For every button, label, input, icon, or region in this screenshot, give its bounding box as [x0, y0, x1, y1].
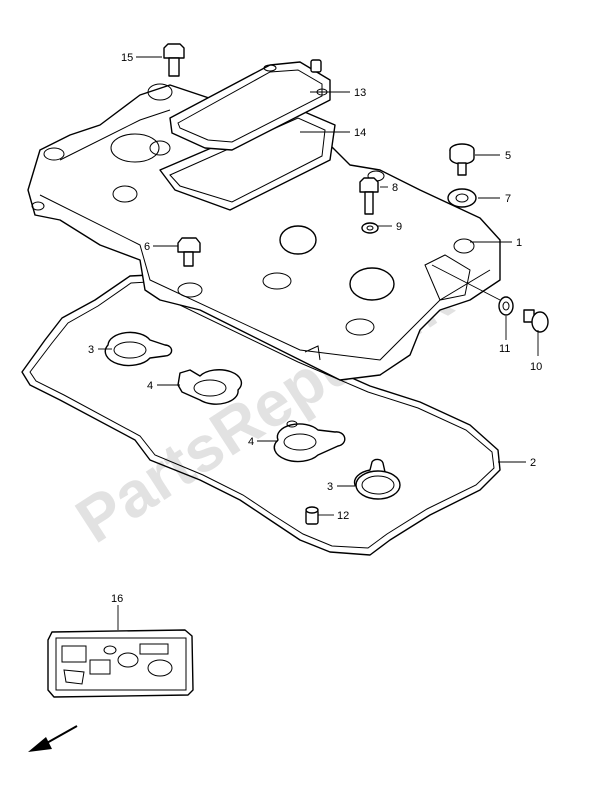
plug-10 [523, 309, 549, 333]
washer-9 [361, 222, 379, 234]
callout-15: 15 [121, 52, 133, 64]
o-ring-4-lower [273, 420, 346, 463]
callout-14: 14 [354, 127, 366, 139]
callout-5: 5 [505, 150, 511, 162]
bolt-8 [359, 177, 379, 215]
callout-labels: 15 13 14 5 8 7 9 1 6 11 3 10 4 4 2 3 12 … [88, 52, 542, 605]
callout-13: 13 [354, 87, 366, 99]
leader-lines [98, 56, 539, 630]
callout-11: 11 [499, 343, 510, 355]
breather-cover [169, 59, 331, 151]
callout-1: 1 [516, 237, 522, 249]
callout-4-lower: 4 [248, 436, 254, 448]
front-direction-arrow-icon [28, 725, 78, 752]
washer-11 [498, 296, 514, 316]
gasket-set-16 [47, 629, 194, 698]
callout-8: 8 [392, 182, 398, 194]
callout-4-upper: 4 [147, 380, 153, 392]
callout-3-upper: 3 [88, 344, 94, 356]
seal-7 [447, 188, 477, 208]
callout-3-lower: 3 [327, 481, 333, 493]
cylinder-head-cover-gasket [21, 274, 501, 556]
callout-12: 12 [337, 510, 349, 522]
callout-10: 10 [530, 361, 542, 373]
callout-6: 6 [144, 241, 150, 253]
o-ring-3-upper [104, 331, 173, 367]
bolt-6 [177, 237, 201, 267]
bolt-5 [449, 143, 475, 176]
o-ring-4-upper [177, 369, 243, 405]
callout-9: 9 [396, 221, 402, 233]
o-ring-3-lower [353, 458, 401, 500]
cylinder-head-cover [27, 83, 501, 381]
callout-2: 2 [530, 457, 536, 469]
dowel-pin-12 [305, 506, 319, 525]
bolt-15 [163, 43, 185, 77]
callout-16: 16 [111, 593, 123, 605]
callout-7: 7 [505, 193, 511, 205]
